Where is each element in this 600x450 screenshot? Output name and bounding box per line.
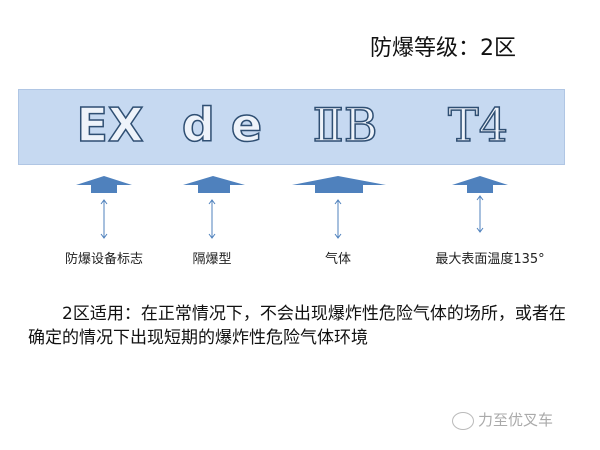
double-arrow-icon [208, 199, 216, 239]
label-de: 隔爆型 [192, 252, 232, 267]
label-t4: 最大表面温度135° [435, 252, 545, 267]
watermark: 力至优叉车 [452, 409, 553, 430]
up-arrow-icon [76, 176, 132, 193]
double-arrow-icon [334, 199, 342, 239]
watermark-text: 力至优叉车 [478, 411, 554, 429]
double-arrow-icon [100, 199, 108, 239]
double-arrow-icon [476, 195, 484, 233]
code-iib: ⅡB [312, 97, 379, 153]
code-ex: EX [76, 97, 144, 153]
code-t4: T4 [447, 97, 508, 153]
slide-title: 防爆等级：2区 [370, 36, 516, 61]
description: 2区适用：在正常情况下，不会出现爆炸性危险气体的场所，或者在确定的情况下出现短期… [28, 304, 566, 348]
up-arrow-icon [183, 176, 245, 193]
up-arrow-icon [452, 176, 508, 193]
up-arrow-icon [292, 176, 386, 193]
label-iib: 气体 [324, 252, 352, 267]
code-band [18, 89, 565, 165]
code-de: d e [181, 97, 263, 153]
wechat-icon [452, 411, 474, 430]
label-ex: 防爆设备标志 [64, 252, 144, 267]
